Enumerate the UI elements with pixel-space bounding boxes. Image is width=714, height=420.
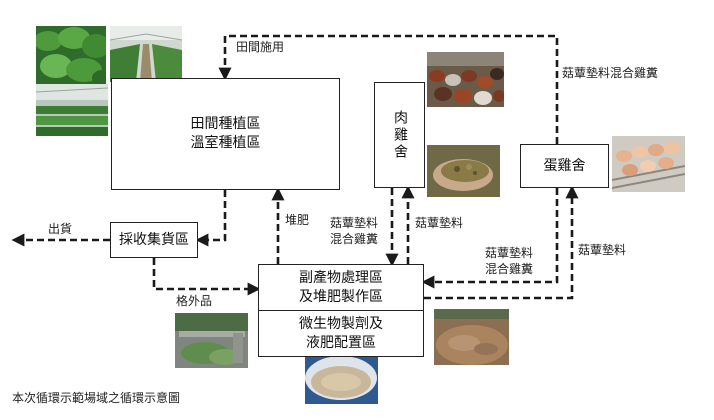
compost-pile-photo — [434, 309, 509, 365]
vegetable-photo — [36, 26, 106, 84]
broiler-house-label: 肉雞舍 — [392, 109, 408, 161]
broiler-litter-label-line1: 菇蕈墊料 — [330, 216, 379, 230]
vegetable-photo-image — [36, 26, 106, 84]
litter-in-hand-photo-image — [427, 145, 500, 197]
litter-to-broiler-label: 菇蕈墊料 — [415, 216, 464, 230]
broiler-house-box: 肉雞舍 — [374, 82, 425, 188]
compost-production-label: 及堆肥製作區 — [299, 288, 383, 305]
byproduct-processing-label: 副產物處理區 — [299, 269, 383, 286]
eggs-photo-image — [612, 136, 685, 192]
layer-litter-arrow — [421, 188, 559, 289]
layer-litter-label-line1: 菇蕈墊料 — [485, 246, 534, 260]
layer-house-label: 蛋雞舍 — [543, 157, 586, 174]
microbial-tank-photo-image — [305, 352, 378, 404]
greenhouse-photo-1 — [110, 26, 182, 82]
microbial-tank-photo — [305, 352, 378, 404]
layer-litter-top-label: 菇蕈墊料混合雞糞 — [562, 66, 659, 80]
broiler-chickens-photo-image — [427, 52, 504, 107]
litter-in-hand-photo — [427, 145, 500, 197]
harvest-waste-photo-image — [175, 313, 248, 368]
field-planting-box: 田間種植區 溫室種植區 — [111, 78, 340, 190]
harvest-collection-label: 採收集貨區 — [119, 231, 189, 248]
figure-caption: 本次循環示範場域之循環示意圖 — [12, 391, 181, 405]
processing-box: 副產物處理區 及堆肥製作區 微生物製劑及 液肥配置區 — [258, 264, 424, 357]
field-to-harvest-arrow — [195, 190, 227, 247]
litter-to-layer-label: 菇蕈墊料 — [578, 243, 627, 257]
compost-pile-photo-image — [434, 309, 509, 365]
substandard-arrow — [152, 258, 261, 296]
broiler-litter-label-line2: 混合雞糞 — [330, 232, 379, 246]
harvest-collection-box: 採收集貨區 — [110, 222, 198, 258]
greenhouse-planting-label: 溫室種植區 — [190, 135, 261, 151]
eggs-photo — [612, 136, 685, 192]
broiler-chickens-photo — [427, 52, 504, 107]
harvest-waste-photo — [175, 313, 248, 368]
layer-house-box: 蛋雞舍 — [520, 144, 609, 188]
substandard-label: 格外品 — [176, 294, 213, 308]
byproduct-compost-section: 副產物處理區 及堆肥製作區 — [259, 265, 423, 311]
litter-to-layer-arrow — [424, 185, 579, 300]
layer-litter-label-line2: 混合雞糞 — [485, 262, 534, 276]
liquid-fertilizer-label: 液肥配置區 — [306, 334, 376, 351]
microbial-preparation-label: 微生物製劑及 — [299, 315, 383, 332]
field-planting-label: 田間種植區 — [190, 116, 261, 132]
compost-label: 堆肥 — [285, 213, 310, 227]
greenhouse-photo-1-image — [110, 26, 182, 82]
shipping-label: 出貨 — [48, 222, 73, 236]
field-application-label: 田間施用 — [236, 40, 285, 54]
greenhouse-photo-2 — [36, 84, 108, 136]
greenhouse-photo-2-image — [36, 84, 108, 136]
microbial-liquid-section: 微生物製劑及 液肥配置區 — [259, 311, 423, 356]
